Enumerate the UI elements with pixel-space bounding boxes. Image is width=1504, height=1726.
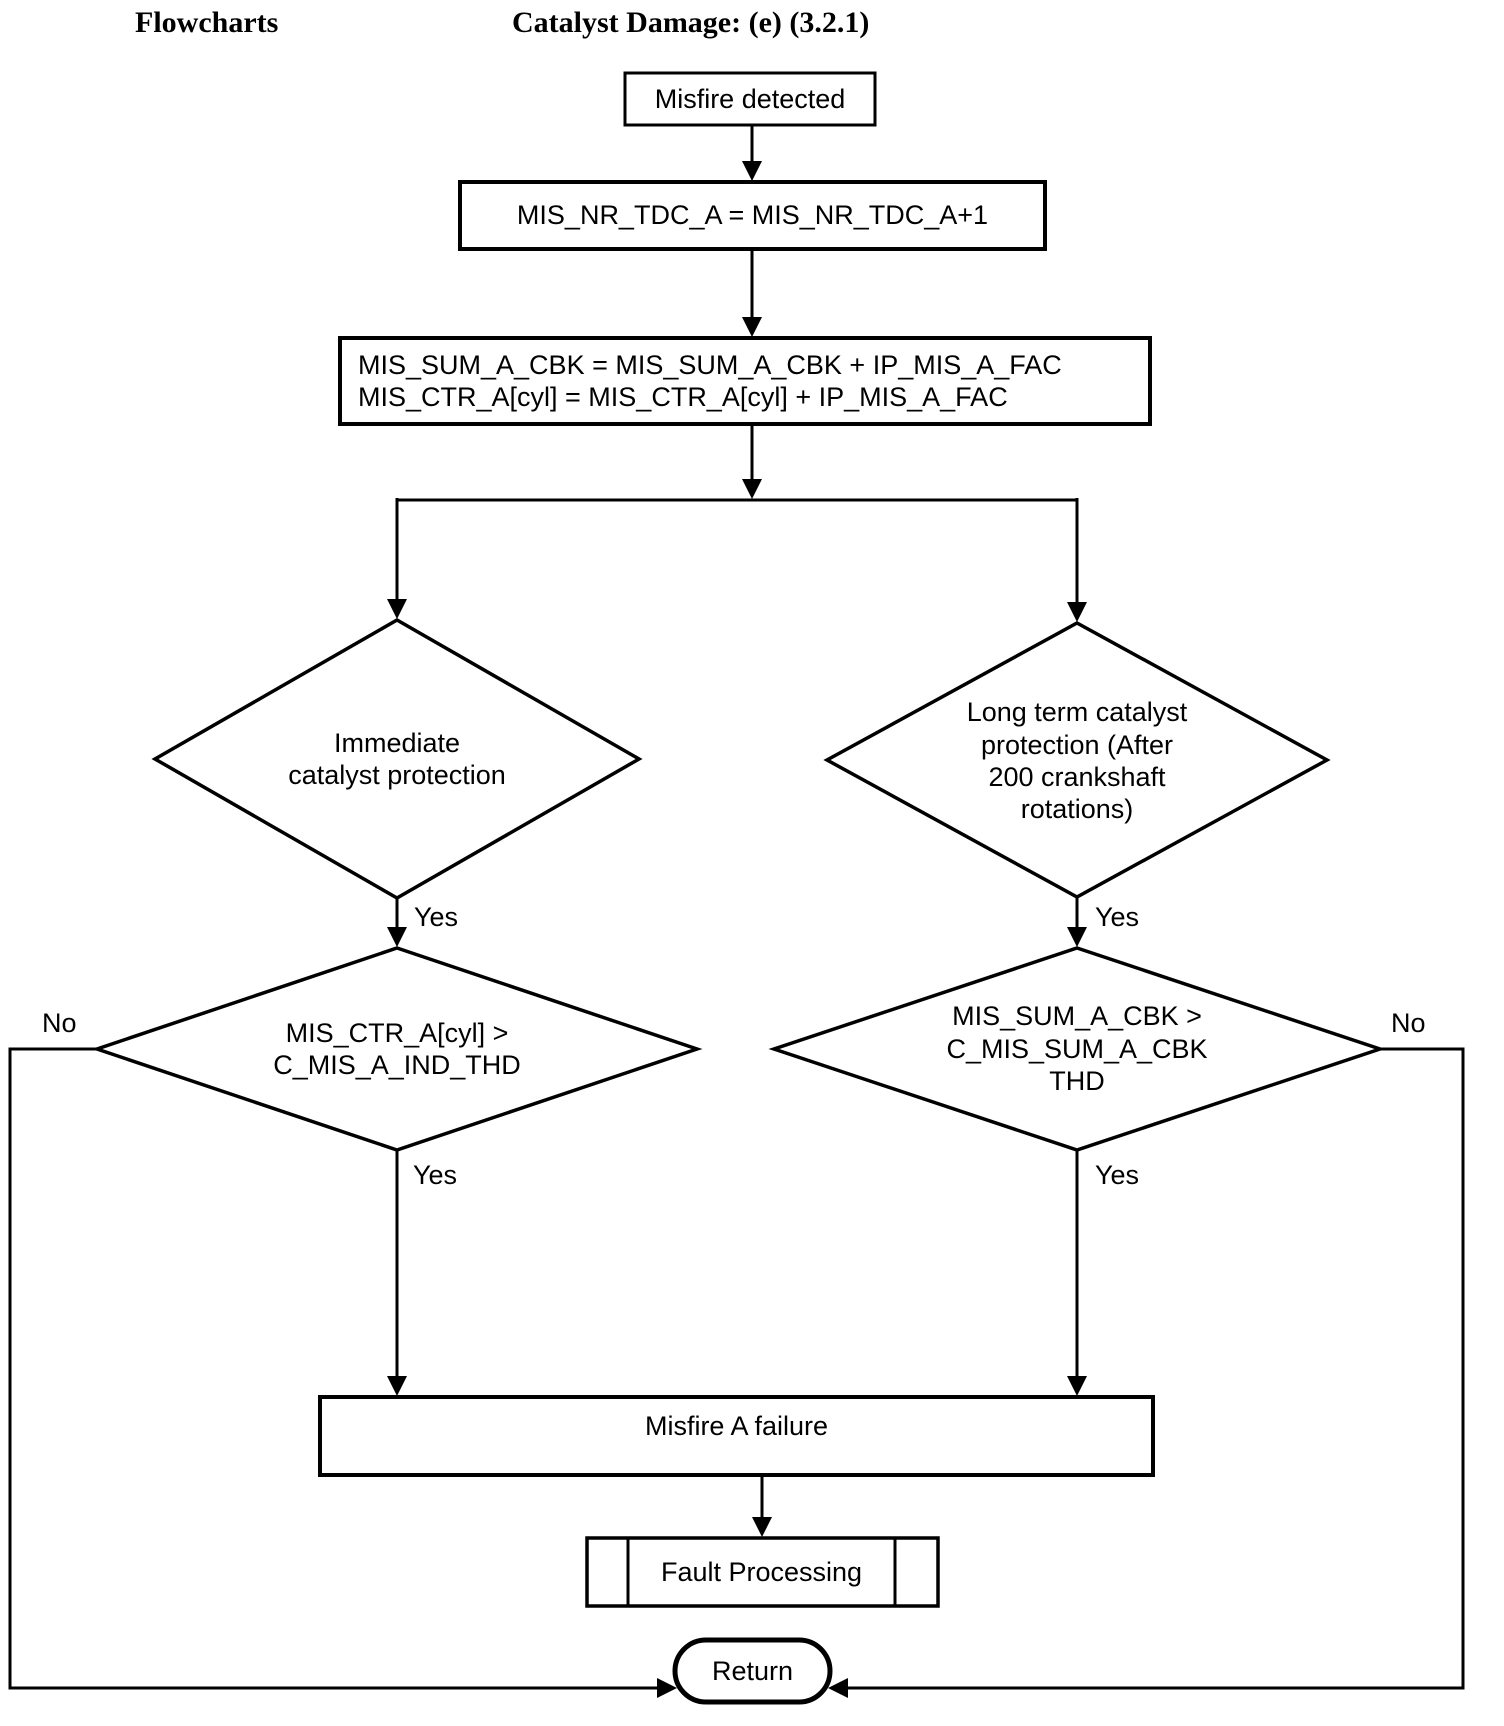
node-immediate-diamond — [151, 617, 643, 901]
sum-threshold-line-1: MIS_SUM_A_CBK > — [952, 1001, 1202, 1032]
sum-threshold-line-2: C_MIS_SUM_A_CBK — [946, 1033, 1208, 1064]
page-title: Catalyst Damage: (e) (3.2.1) — [512, 6, 870, 39]
connector-sum-no-rail — [846, 1047, 1465, 1690]
ctr-threshold-line-2: C_MIS_A_IND_THD — [273, 1050, 521, 1080]
node-return-terminator — [672, 1637, 833, 1705]
immediate-line-2: catalyst protection — [288, 760, 506, 790]
fault-processing-label: Fault Processing — [660, 1556, 863, 1587]
accumulate-label: MIS_SUM_A_CBK = MIS_SUM_A_CBK + IP_MIS_A… — [358, 338, 1150, 424]
arrowhead-into-branch — [742, 479, 762, 499]
node-start-box — [623, 71, 877, 127]
sum-threshold-yes-label: Yes — [1095, 1160, 1140, 1190]
arrowhead-right-into-return — [828, 1678, 848, 1698]
node-fault-processing-box — [585, 1536, 940, 1608]
long-term-diamond-label: Long term catalyst protection (After 200… — [877, 655, 1277, 867]
connector-ctr-no-rail — [8, 1047, 659, 1690]
long-term-line-3: 200 crankshaft — [988, 762, 1166, 792]
immediate-yes-label: Yes — [414, 902, 459, 932]
accumulate-line-1: MIS_SUM_A_CBK = MIS_SUM_A_CBK + IP_MIS_A… — [358, 349, 1062, 380]
arrowhead-into-increment — [742, 161, 762, 181]
arrowhead-right-into-failure — [1067, 1376, 1087, 1396]
ctr-threshold-yes-label: Yes — [413, 1160, 458, 1190]
failure-label: Misfire A failure — [644, 1411, 829, 1441]
long-term-yes-label: Yes — [1095, 902, 1140, 932]
arrowhead-left-into-failure — [387, 1376, 407, 1396]
node-increment-box — [458, 180, 1047, 251]
long-term-line-4: rotations) — [1020, 794, 1134, 825]
node-sum-threshold-diamond — [768, 946, 1386, 1152]
arrowhead-into-sum-threshold — [1067, 927, 1087, 947]
arrowhead-into-fault-processing — [752, 1517, 772, 1537]
arrowhead-left-into-return — [657, 1678, 677, 1698]
arrowhead-into-ctr-threshold — [387, 927, 407, 947]
immediate-line-1: Immediate — [333, 727, 461, 758]
ctr-threshold-line-1: MIS_CTR_A[cyl] > — [285, 1017, 509, 1048]
arrowhead-into-accumulate — [742, 317, 762, 337]
node-long-term-diamond — [823, 621, 1331, 899]
node-failure-box — [318, 1395, 1155, 1477]
increment-label: MIS_NR_TDC_A = MIS_NR_TDC_A+1 — [516, 200, 989, 231]
start-label: Misfire detected — [654, 83, 846, 114]
sum-threshold-diamond-label: MIS_SUM_A_CBK > C_MIS_SUM_A_CBK THD — [827, 958, 1327, 1140]
long-term-line-2: protection (After — [980, 729, 1174, 760]
node-ctr-threshold-diamond — [91, 946, 703, 1152]
section-label: Flowcharts — [135, 6, 279, 39]
return-label: Return — [711, 1655, 794, 1686]
long-term-line-1: Long term catalyst — [966, 697, 1188, 728]
ctr-threshold-no-label: No — [42, 1008, 77, 1038]
sum-threshold-no-label: No — [1391, 1008, 1426, 1038]
node-accumulate-box — [338, 336, 1152, 426]
arrowhead-into-immediate — [387, 599, 407, 619]
accumulate-line-2: MIS_CTR_A[cyl] = MIS_CTR_A[cyl] + IP_MIS… — [358, 382, 1008, 412]
sum-threshold-line-3: THD — [1049, 1066, 1105, 1097]
arrowhead-into-long-term — [1067, 602, 1087, 622]
ctr-threshold-diamond-label: MIS_CTR_A[cyl] > C_MIS_A_IND_THD — [147, 980, 647, 1118]
immediate-diamond-label: Immediate catalyst protection — [197, 689, 597, 829]
